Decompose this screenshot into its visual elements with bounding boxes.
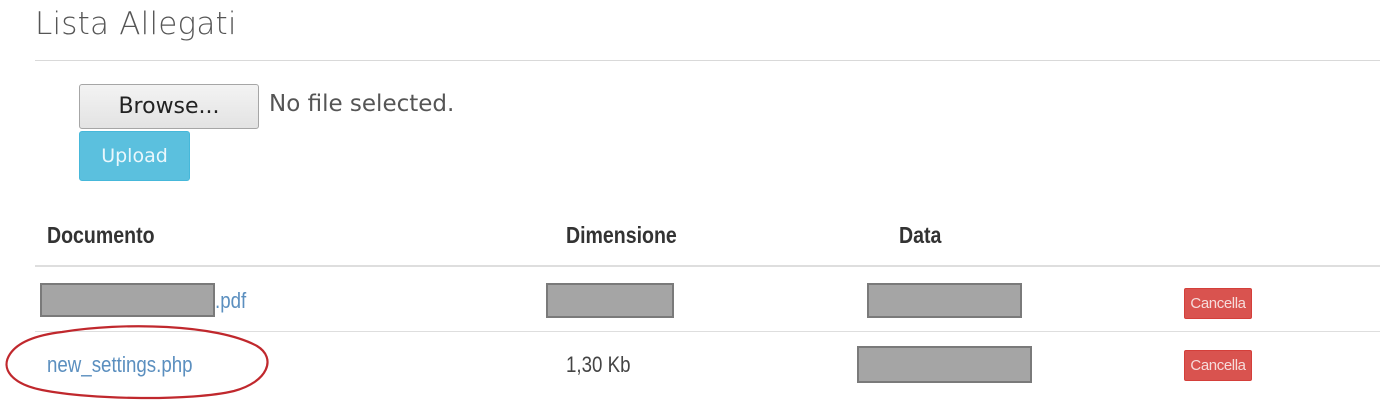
column-header-document: Documento	[47, 222, 155, 248]
redacted-filename	[40, 283, 215, 317]
file-size: 1,30 Kb	[566, 352, 631, 377]
delete-button[interactable]: Cancella	[1184, 350, 1252, 381]
header-divider	[35, 265, 1380, 267]
file-status-text: No file selected.	[269, 91, 455, 117]
redacted-size	[546, 283, 674, 318]
document-link[interactable]: new_settings.php	[47, 352, 193, 377]
redacted-date	[857, 346, 1032, 383]
delete-button[interactable]: Cancella	[1184, 288, 1252, 319]
page-title: Lista Allegati	[35, 6, 237, 42]
row-divider	[35, 331, 1380, 332]
column-header-size: Dimensione	[566, 222, 677, 248]
column-header-date: Data	[899, 222, 942, 248]
upload-button[interactable]: Upload	[79, 131, 190, 181]
browse-button[interactable]: Browse...	[79, 84, 259, 129]
redacted-date	[867, 283, 1022, 318]
title-divider	[35, 60, 1380, 61]
document-link[interactable]: .pdf	[215, 288, 247, 313]
